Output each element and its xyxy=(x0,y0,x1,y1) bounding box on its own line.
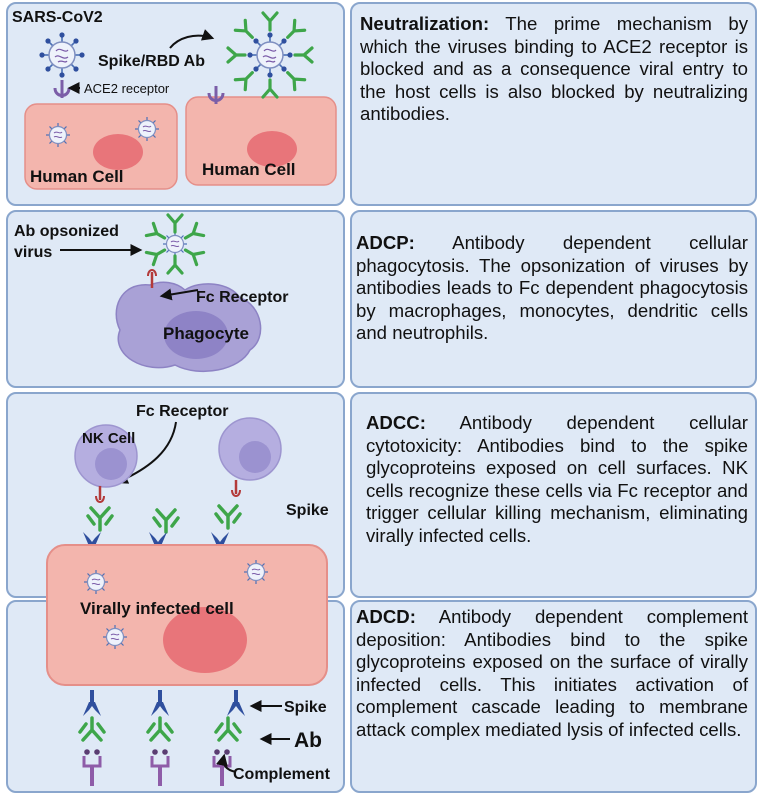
neutralization-figure: SARS-CoV2 Human Cell Human Cell Spike xyxy=(12,9,337,190)
ab-opsonized-label-line2: virus xyxy=(14,244,52,261)
adcp-body: Antibody dependent cellular phagocytosis… xyxy=(356,232,748,344)
nucleus-icon xyxy=(93,134,143,170)
spike-icon xyxy=(227,690,245,716)
adcd-description: ADCD: Antibody dependent complement depo… xyxy=(356,606,748,742)
adcd-body: Antibody dependent complement deposition… xyxy=(356,606,748,740)
complement-icon xyxy=(82,747,102,788)
antibody-icon xyxy=(78,716,106,742)
nk-cell-nucleus xyxy=(239,441,271,473)
antibody-icon xyxy=(214,504,242,530)
ab-label: Ab xyxy=(294,729,322,752)
nucleus-icon xyxy=(247,131,297,167)
antibody-icon xyxy=(214,716,242,742)
virally-infected-cell-label: Virally infected cell xyxy=(80,599,234,618)
nk-cell-label: NK Cell xyxy=(82,430,135,447)
phagocyte-nucleus xyxy=(164,311,228,359)
spike-label-adcc: Spike xyxy=(286,502,329,519)
human-cell-right-label: Human Cell xyxy=(202,160,296,179)
ab-opsonized-label-line1: Ab opsonized xyxy=(14,223,119,240)
panel-adcd-text xyxy=(350,600,757,793)
antibody-icon xyxy=(86,506,114,532)
adcc-description: ADCC: Antibody dependent cellular cytoto… xyxy=(366,412,748,548)
complement-icon xyxy=(150,747,170,788)
antibody-icon xyxy=(146,716,174,742)
virus-in-cell-icon xyxy=(243,559,269,585)
panel-adcp-text xyxy=(350,210,757,388)
antibody-icon xyxy=(152,508,180,534)
spike-icon xyxy=(83,690,101,716)
panel-adcc-text xyxy=(350,392,757,598)
spike-icon xyxy=(151,690,169,716)
adcc-body: Antibody dependent cellular cytotoxicity… xyxy=(366,412,748,546)
nucleus-icon xyxy=(163,607,247,673)
adcc-figure: Fc Receptor NK Cell Spike xyxy=(74,403,329,558)
fc-receptor-arrow xyxy=(159,288,199,301)
panel-neutralization-text xyxy=(350,2,757,206)
adcd-figure: Spike Ab Complement xyxy=(78,690,331,788)
spike-label-adcd: Spike xyxy=(284,699,327,716)
virus-icon xyxy=(38,31,86,79)
complement-arrow xyxy=(216,753,237,773)
virus-in-cell-icon xyxy=(102,624,128,650)
adcc-title: ADCC: xyxy=(366,412,426,433)
neutralization-title: Neutralization: xyxy=(360,13,490,34)
fc-receptor-label: Fc Receptor xyxy=(196,289,288,306)
adcp-figure: Ab opsonized virus Fc Receptor Phagocyte xyxy=(14,213,288,373)
spike-rbd-ab-label: Spike/RBD Ab xyxy=(98,53,205,70)
human-cell-left-label: Human Cell xyxy=(30,167,124,186)
virus-in-cell-icon xyxy=(134,116,160,142)
nk-cell-nucleus xyxy=(95,448,127,480)
sars-cov2-label: SARS-CoV2 xyxy=(12,9,103,26)
neutralization-description: Neutralization: The prime mechanism by w… xyxy=(360,13,748,126)
virus-in-cell-icon xyxy=(45,122,71,148)
complement-label: Complement xyxy=(233,766,331,783)
neutralization-body: The prime mechanism by which the viruses… xyxy=(360,13,748,125)
curved-arrow xyxy=(169,29,215,49)
fc-receptor-label-adcc: Fc Receptor xyxy=(136,403,228,420)
neutralized-virus-icon xyxy=(226,11,314,99)
adcp-title: ADCP: xyxy=(356,232,415,253)
virus-in-cell-icon xyxy=(83,569,109,595)
phagocyte-label: Phagocyte xyxy=(163,324,249,343)
adcp-description: ADCP: Antibody dependent cellular phagoc… xyxy=(356,232,748,345)
opsonized-virus-icon xyxy=(144,213,206,275)
adcd-title: ADCD: xyxy=(356,606,416,627)
virally-infected-cell: Virally infected cell xyxy=(46,544,328,686)
ace2-receptor-label: ACE2 receptor xyxy=(84,81,170,96)
